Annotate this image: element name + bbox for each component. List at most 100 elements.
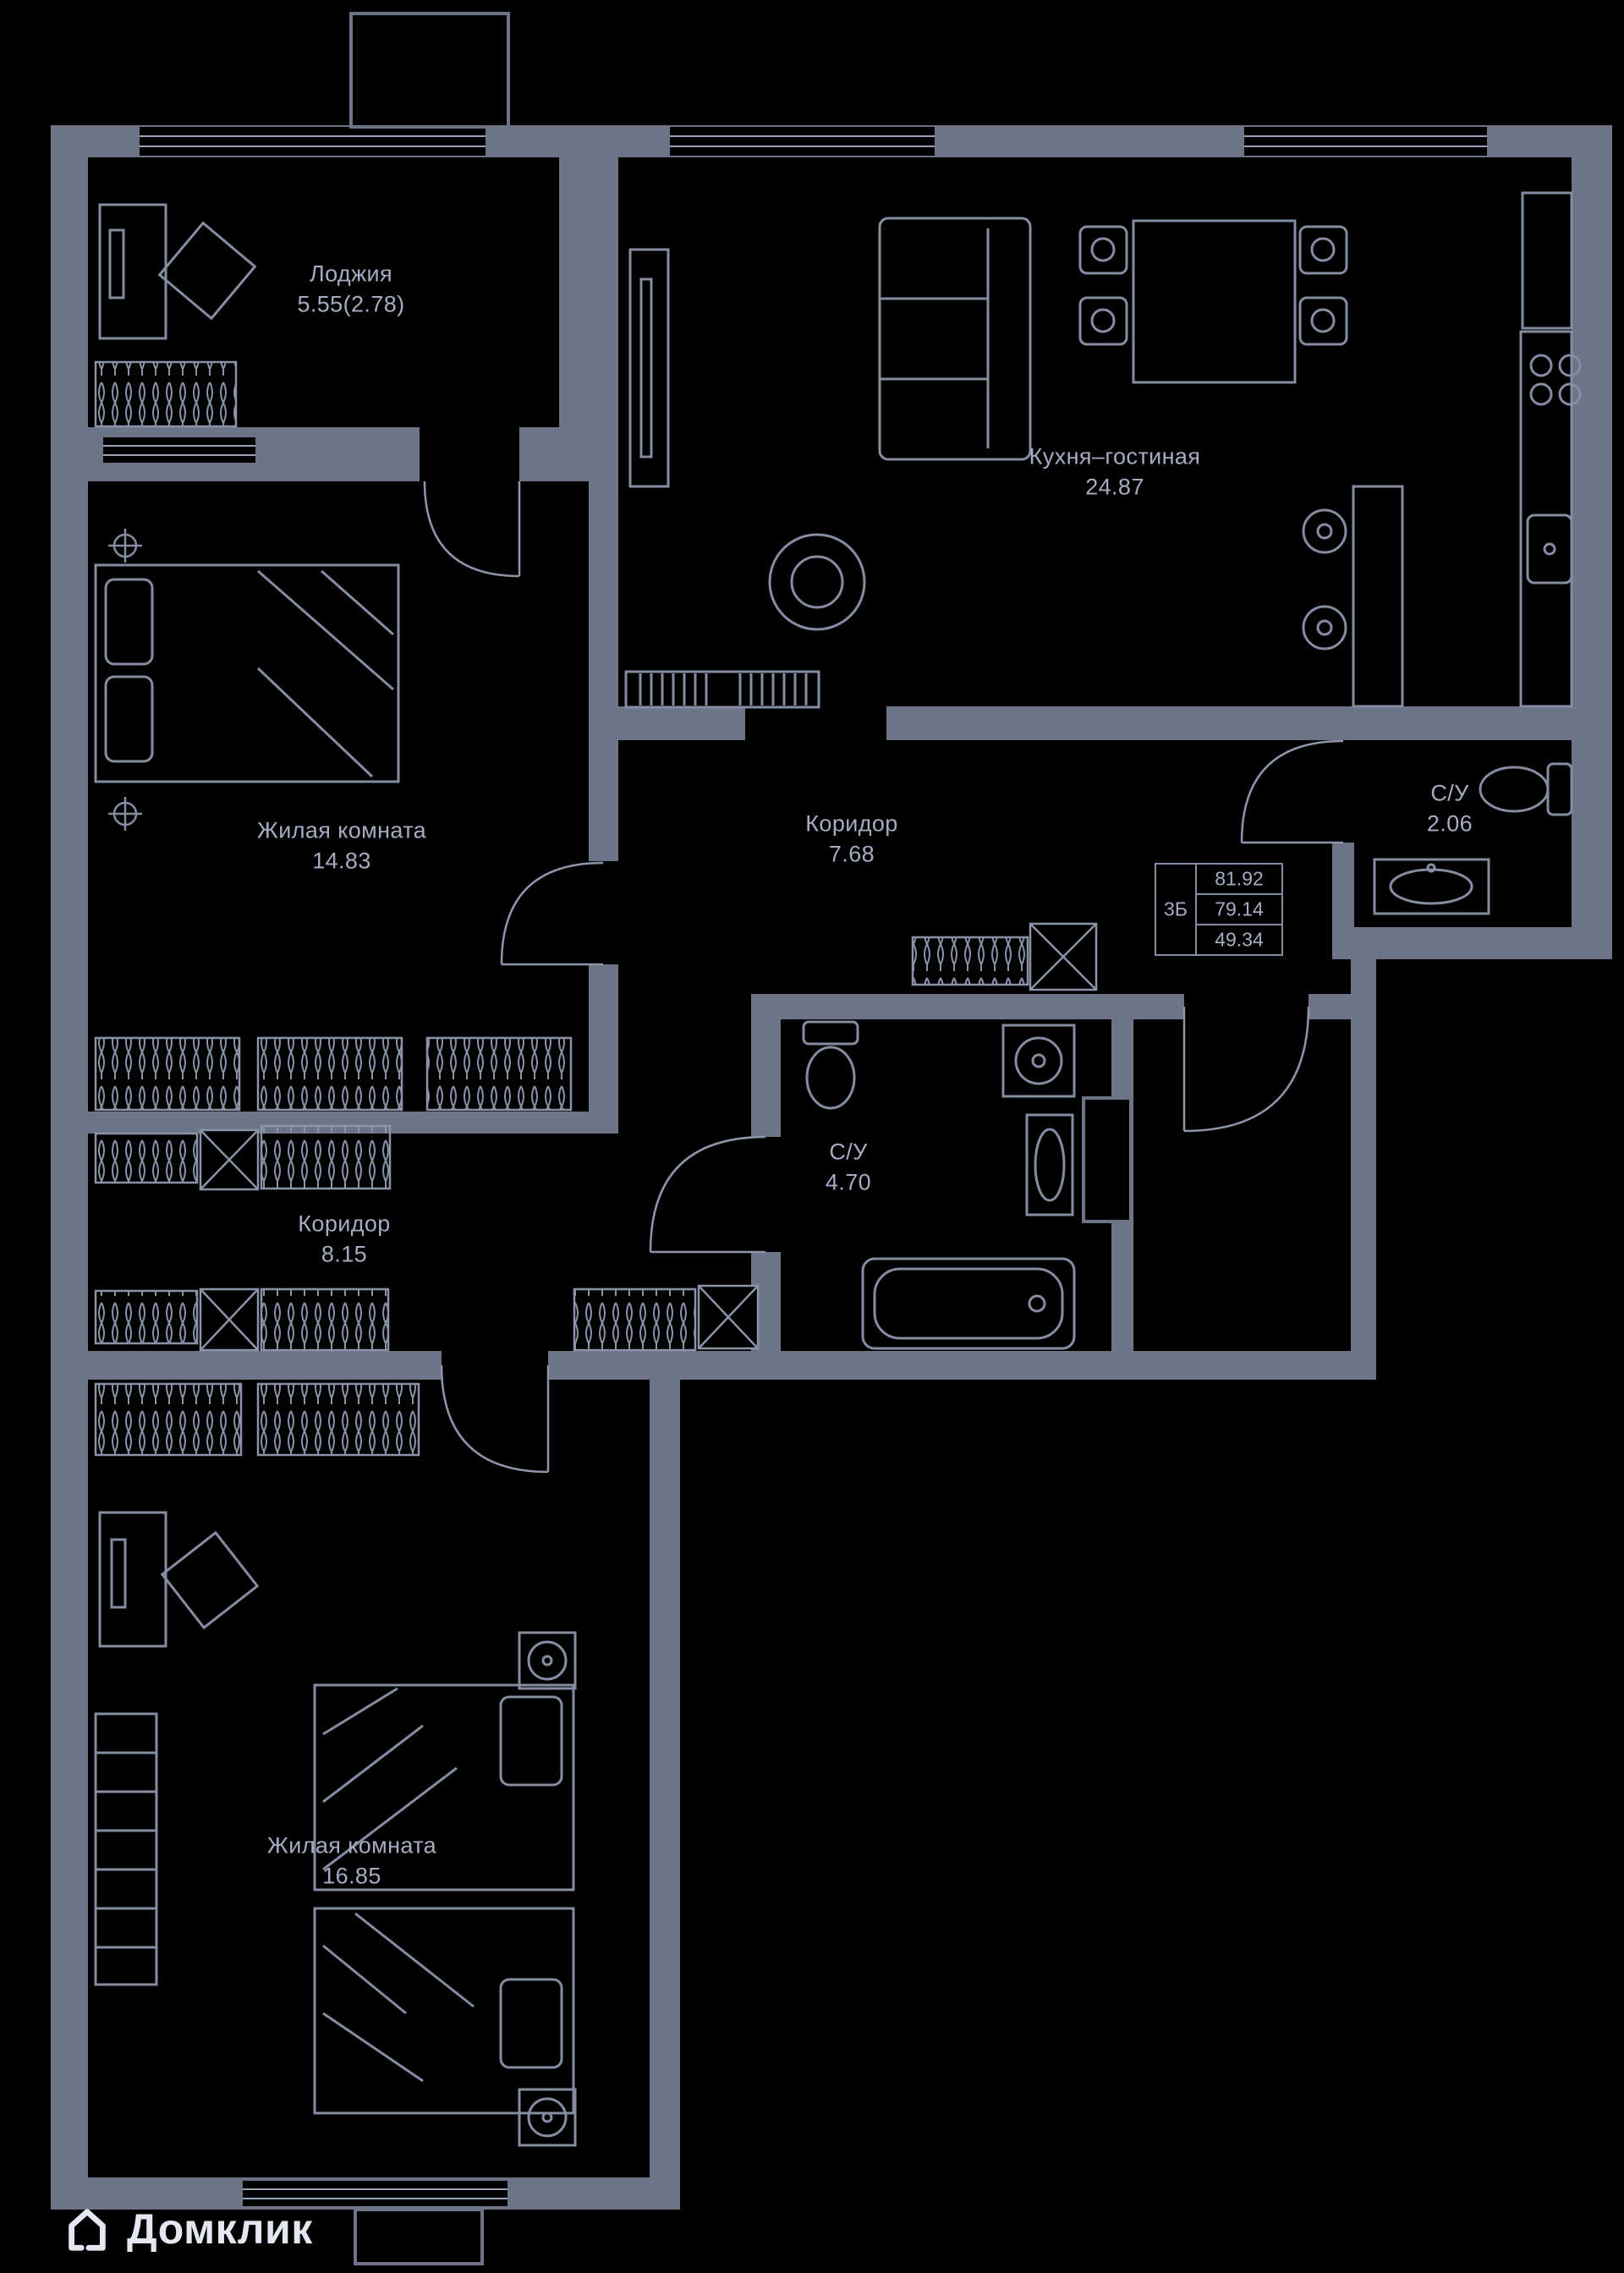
door-entrance xyxy=(1182,1006,1310,1133)
vent-box-corridor2-a xyxy=(199,1128,260,1191)
bookshelf xyxy=(624,670,820,709)
window-kitchen-1 xyxy=(670,127,935,156)
room-area: 16.85 xyxy=(322,1864,381,1889)
shaft-bottom xyxy=(354,2208,484,2265)
window-kitchen-2 xyxy=(1244,127,1487,156)
stove-burners xyxy=(1529,354,1582,406)
logo-text: Домклик xyxy=(127,2205,313,2253)
dining-table xyxy=(1078,219,1348,384)
sink-bathroom1 xyxy=(1373,858,1490,915)
wardrobe-corridor2-a xyxy=(94,1132,199,1184)
window-loggia-inner xyxy=(103,437,255,463)
bed-bedroom2-b xyxy=(313,1907,575,2115)
washing-machine xyxy=(1001,1024,1076,1098)
bar-stool xyxy=(1302,508,1347,554)
door-bedroom2 xyxy=(440,1364,550,1474)
wardrobe-bedroom1-c xyxy=(425,1036,573,1112)
area-reduced: 79.14 xyxy=(1215,898,1264,920)
room-name: С/У xyxy=(1430,780,1469,806)
room-label-corridor2: Коридор 8.15 xyxy=(298,1209,390,1271)
bathtub xyxy=(861,1257,1076,1350)
door-loggia xyxy=(423,480,521,578)
room-area: 24.87 xyxy=(1085,475,1144,500)
wardrobe-corridor2-e xyxy=(573,1287,697,1352)
chair-loggia xyxy=(157,221,257,321)
area-living: 49.34 xyxy=(1215,928,1264,951)
window-loggia xyxy=(140,127,486,156)
toilet-bathroom1 xyxy=(1479,762,1573,816)
wardrobe-corridor1 xyxy=(911,936,1029,986)
desk-loggia xyxy=(98,203,167,340)
wardrobe-corridor2-c xyxy=(94,1289,199,1345)
room-name: Коридор xyxy=(805,810,898,837)
door-bedroom1 xyxy=(500,861,604,966)
room-name: Кухня–гостиная xyxy=(1029,443,1201,469)
room-label-kitchen-living: Кухня–гостиная 24.87 xyxy=(1029,442,1201,503)
info-table-grid xyxy=(1155,863,1283,956)
door-bathroom1 xyxy=(1240,739,1344,844)
survey-marker xyxy=(108,529,142,563)
tv-unit xyxy=(628,248,670,488)
sink-bathroom2 xyxy=(1025,1113,1074,1216)
wardrobe-corridor2-b xyxy=(260,1124,392,1190)
window-bedroom-2 xyxy=(243,2181,508,2206)
utility-shaft xyxy=(1082,1096,1133,1223)
doors xyxy=(423,480,1344,1474)
desk-bedroom2 xyxy=(98,1511,167,1648)
room-label-bathroom1: С/У 2.06 xyxy=(1427,778,1473,840)
shafts xyxy=(349,12,1133,2265)
walls xyxy=(51,125,1612,2210)
room-area: 8.15 xyxy=(321,1242,368,1267)
wardrobe-bedroom2-a xyxy=(94,1382,243,1457)
nightstand-b xyxy=(518,2088,577,2147)
wardrobe-bedroom2-b xyxy=(256,1382,420,1457)
armchair xyxy=(768,533,866,631)
house-icon xyxy=(69,2209,106,2251)
room-label-bedroom2: Жилая комната 16.85 xyxy=(267,1831,436,1892)
windows xyxy=(103,127,1487,2206)
vent-box-corridor xyxy=(1029,922,1098,991)
bed-bedroom1 xyxy=(94,563,400,783)
kitchen-sink xyxy=(1526,513,1573,585)
bed-bedroom2-a xyxy=(313,1683,575,1891)
wardrobe-bedroom1-a xyxy=(94,1036,241,1112)
survey-marker xyxy=(108,797,142,831)
vent-box-corridor2-c xyxy=(697,1284,760,1350)
room-area: 2.06 xyxy=(1426,811,1473,837)
room-area: 7.68 xyxy=(828,842,875,867)
room-name: Жилая комната xyxy=(256,817,427,843)
room-area: 14.83 xyxy=(312,848,371,874)
wardrobe-loggia xyxy=(94,360,238,428)
room-name: Жилая комната xyxy=(266,1832,437,1858)
furniture xyxy=(94,191,1582,2147)
room-label-bedroom1: Жилая комната 14.83 xyxy=(257,815,426,877)
toilet-bathroom2 xyxy=(802,1020,859,1110)
sofa xyxy=(878,217,1032,461)
nightstand-a xyxy=(518,1631,577,1690)
apartment-type-label: 3Б xyxy=(1164,898,1188,920)
room-label-corridor1: Коридор 7.68 xyxy=(805,809,897,870)
wardrobe-bedroom1-b xyxy=(256,1036,403,1112)
wardrobes xyxy=(94,360,1029,1457)
area-total: 81.92 xyxy=(1215,867,1264,890)
room-name: Лоджия xyxy=(309,261,393,287)
kitchen-counter xyxy=(1519,191,1582,708)
dining-chairs xyxy=(1078,225,1348,346)
room-name: Коридор xyxy=(298,1211,391,1237)
chair-bedroom2 xyxy=(160,1530,260,1630)
room-area: 5.55(2.78) xyxy=(297,292,405,317)
shelf-bedroom2 xyxy=(94,1712,158,1986)
vent-boxes xyxy=(199,922,1098,1352)
room-area: 4.70 xyxy=(825,1170,872,1195)
domclick-logo: Домклик xyxy=(61,2203,313,2255)
bar-stool xyxy=(1302,605,1347,651)
room-label-bathroom2: С/У 4.70 xyxy=(826,1137,871,1199)
wardrobe-corridor2-d xyxy=(260,1287,390,1352)
vent-box-corridor2-b xyxy=(199,1287,260,1352)
room-label-loggia: Лоджия 5.55(2.78) xyxy=(297,259,404,321)
roof-shaft-top xyxy=(349,12,510,129)
door-bathroom2 xyxy=(649,1135,766,1254)
bar-counter xyxy=(1302,485,1404,708)
